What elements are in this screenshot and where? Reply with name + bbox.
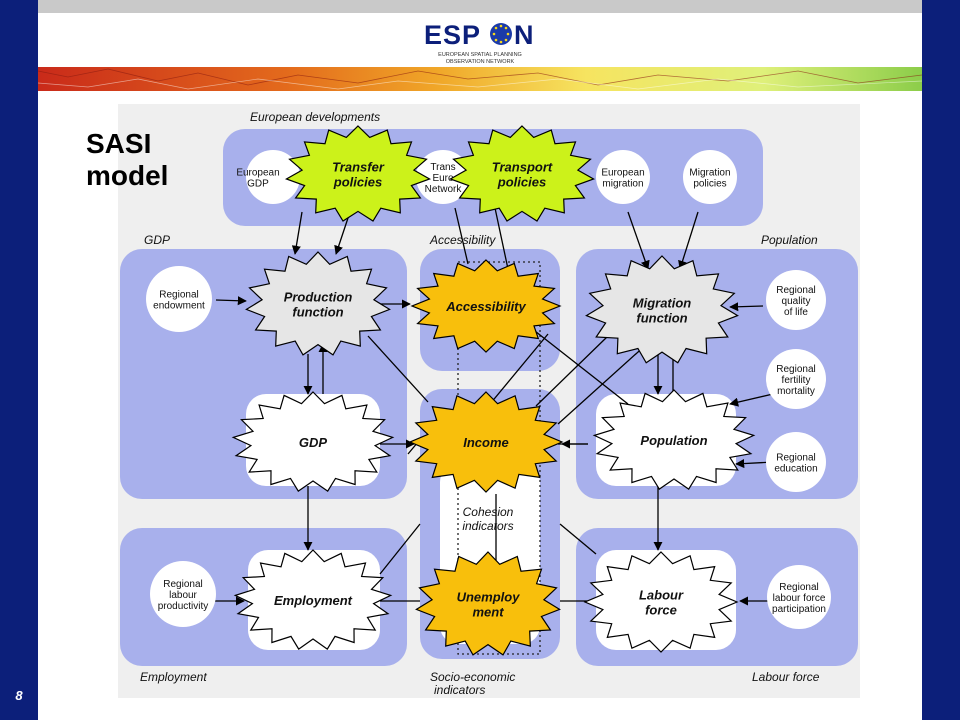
node-income-label-0: Income xyxy=(463,435,509,450)
circle-label-regional-quality-0: Regional xyxy=(776,285,815,296)
label-labour-force-section: Labour force xyxy=(752,670,820,684)
circle-label-trans-network-0: Trans xyxy=(430,162,455,173)
node-migration-function-label-1: function xyxy=(636,311,687,326)
logo-line1: EUROPEAN SPATIAL PLANNING xyxy=(438,52,522,58)
circle-regional-labour-productivity xyxy=(150,561,216,627)
cohesion-indicators-label-0: Cohesion xyxy=(463,505,514,519)
circle-label-regional-education-0: Regional xyxy=(776,453,815,464)
node-accessibility-starburst xyxy=(410,259,562,353)
circle-label-regional-quality-2: of life xyxy=(784,307,808,318)
circle-trans-network xyxy=(416,150,470,204)
label-employment: Employment xyxy=(140,670,207,684)
europe-map-banner xyxy=(38,67,922,91)
label-socio-economic-2: indicators xyxy=(434,683,485,697)
espon-logo: ESP N EUROPEAN SPATIAL PLANNING OBSERVAT… xyxy=(424,20,534,65)
circle-label-migration-policies-1: policies xyxy=(693,179,726,190)
node-unemployment-starburst xyxy=(415,551,561,656)
node-population-label-0: Population xyxy=(640,433,707,448)
node-population-starburst xyxy=(592,389,756,490)
circle-label-european-migration-1: migration xyxy=(602,179,643,190)
node-income-starburst xyxy=(408,391,564,493)
node-production-function-starburst xyxy=(245,251,391,356)
circle-label-regional-endowment-1: endowment xyxy=(153,301,205,312)
node-employment-label-0: Employment xyxy=(274,593,353,608)
node-gdp-label-0: GDP xyxy=(299,435,328,450)
circle-label-migration-policies-0: Migration xyxy=(689,168,730,179)
node-production-function-label-0: Production xyxy=(284,290,353,305)
left-navy-bar xyxy=(0,0,38,720)
node-unemployment-label-1: ment xyxy=(472,605,504,620)
circle-label-european-gdp-1: GDP xyxy=(247,179,269,190)
node-employment-starburst xyxy=(233,549,393,650)
label-european-developments: European developments xyxy=(250,110,380,124)
label-population: Population xyxy=(761,233,818,247)
node-labour-force-label-1: force xyxy=(645,603,677,618)
node-transfer-policies-label-0: Transfer xyxy=(332,160,385,175)
node-migration-function-starburst xyxy=(585,255,739,364)
sasi-model-diagram: European developments GDP Accessibility … xyxy=(118,104,860,698)
node-transfer-policies-label-1: policies xyxy=(333,175,382,190)
node-transport-policies-label-1: policies xyxy=(497,175,546,190)
logo-line2: OBSERVATION NETWORK xyxy=(446,59,515,65)
circle-migration-policies xyxy=(683,150,737,204)
node-accessibility-label-0: Accessibility xyxy=(445,299,526,314)
circle-label-european-migration-0: European xyxy=(601,168,644,179)
node-migration-function-label-0: Migration xyxy=(633,296,692,311)
node-transfer-policies-starburst xyxy=(284,125,432,222)
circle-label-trans-network-2: Network xyxy=(425,184,463,195)
circle-regional-education xyxy=(766,432,826,492)
circle-label-regional-labour-force-participation-1: labour force xyxy=(773,593,826,604)
node-transport-policies-label-0: Transport xyxy=(492,160,553,175)
right-navy-bar xyxy=(922,0,960,720)
circle-label-regional-labour-productivity-0: Regional xyxy=(163,579,202,590)
circle-label-regional-labour-productivity-1: labour xyxy=(169,590,197,601)
node-production-function-label-1: function xyxy=(292,305,343,320)
node-labour-force-starburst xyxy=(583,551,739,653)
circle-label-regional-endowment-0: Regional xyxy=(159,290,198,301)
circle-label-trans-network-1: Euro xyxy=(432,173,454,184)
label-gdp: GDP xyxy=(144,233,170,247)
cohesion-indicators-label-1: indicators xyxy=(462,519,513,533)
label-socio-economic-1: Socio-economic xyxy=(430,670,515,684)
node-unemployment-label-0: Unemploy xyxy=(457,590,521,605)
circle-regional-quality xyxy=(766,270,826,330)
circle-label-regional-labour-productivity-2: productivity xyxy=(158,601,209,612)
circle-regional-fertility xyxy=(766,349,826,409)
circle-regional-labour-force-participation xyxy=(767,565,831,629)
node-transport-policies-starburst xyxy=(448,125,596,222)
circle-label-regional-fertility-1: fertility xyxy=(782,375,811,386)
circle-label-regional-fertility-2: mortality xyxy=(777,386,815,397)
svg-text:ESP: ESP xyxy=(424,20,481,50)
svg-text:N: N xyxy=(514,20,534,50)
circle-label-european-gdp-0: European xyxy=(236,168,279,179)
circle-label-regional-fertility-0: Regional xyxy=(776,364,815,375)
circle-regional-endowment xyxy=(146,266,212,332)
circle-european-migration xyxy=(596,150,650,204)
top-grey-strip xyxy=(38,0,922,13)
circle-label-regional-education-1: education xyxy=(774,464,817,475)
node-gdp-starburst xyxy=(231,391,395,492)
circle-label-regional-labour-force-participation-2: participation xyxy=(772,604,826,615)
node-labour-force-label-0: Labour xyxy=(639,588,684,603)
circle-european-gdp xyxy=(246,150,300,204)
slide-title: SASI model xyxy=(86,128,169,191)
circle-label-regional-quality-1: quality xyxy=(782,296,811,307)
circle-label-regional-labour-force-participation-0: Regional xyxy=(779,582,818,593)
page-number: 8 xyxy=(15,688,23,703)
